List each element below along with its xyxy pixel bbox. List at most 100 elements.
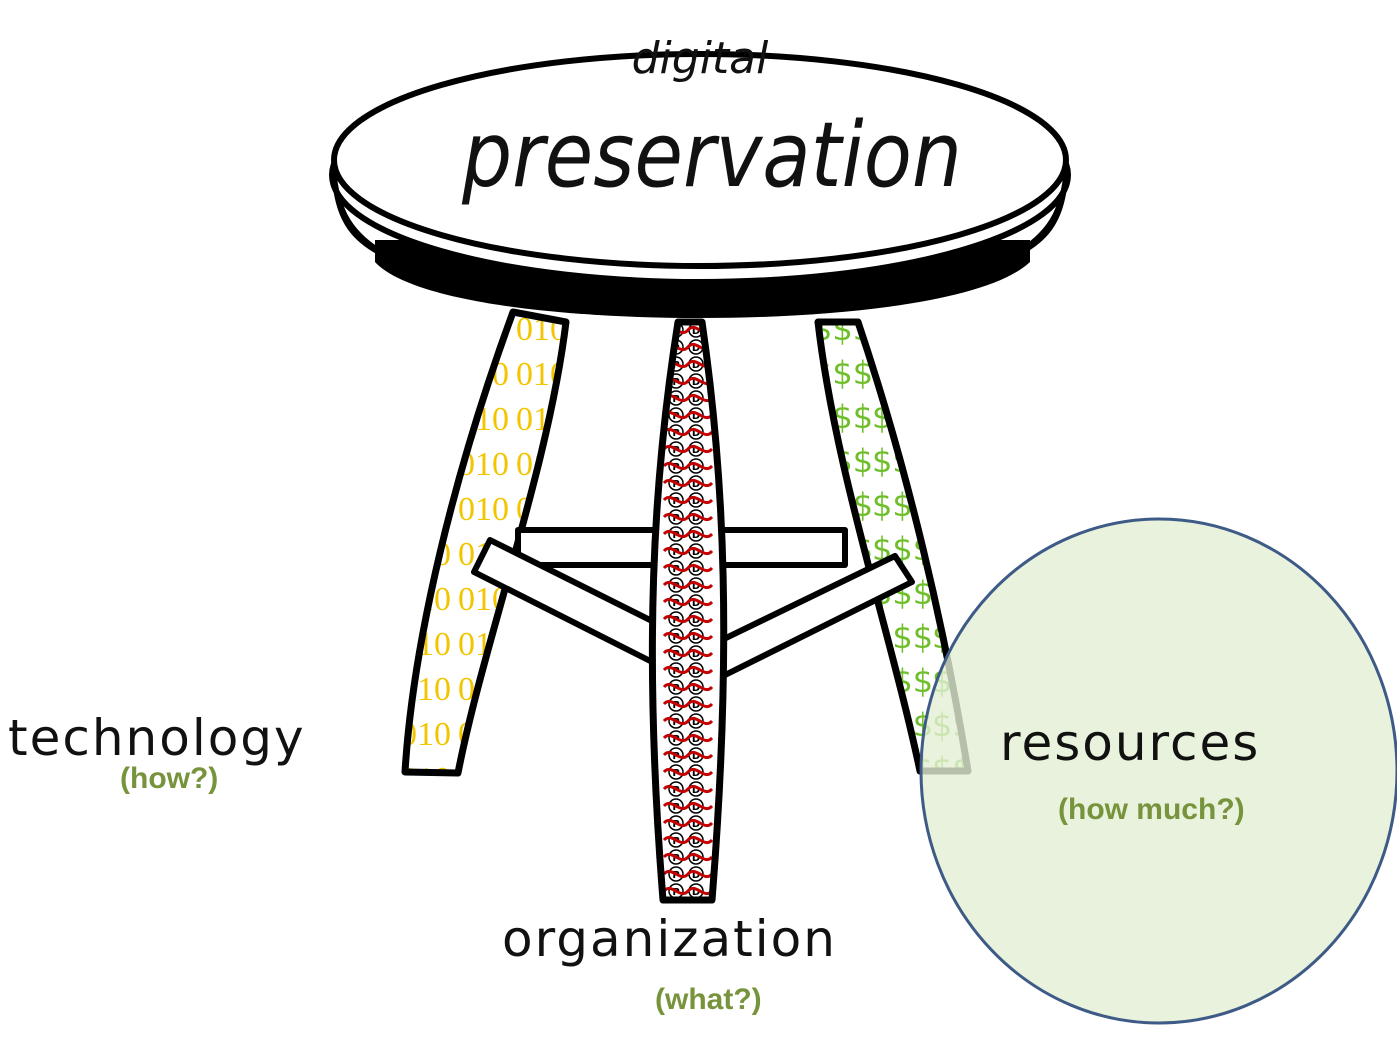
pattern-wave (662, 529, 714, 539)
pattern-glyph: D (692, 360, 700, 371)
pattern-wave (662, 767, 714, 777)
pattern-glyph: $$$ (932, 530, 993, 568)
pattern-glyph: D (692, 887, 700, 898)
resources-label: resources (1000, 714, 1261, 772)
pattern-wave (662, 869, 714, 879)
pattern-glyph: $$$ (872, 486, 933, 524)
leg-stretchers (471, 527, 915, 683)
pattern-glyph: D (692, 853, 700, 864)
pattern-glyph: D (692, 836, 700, 847)
pattern-wave (662, 699, 714, 709)
seat-title-line1: digital (632, 33, 770, 84)
pattern-glyph: $$$ (872, 310, 933, 348)
pattern-wave (662, 410, 714, 420)
pattern-glyph: D (692, 411, 700, 422)
pattern-glyph: D (692, 615, 700, 626)
pattern-glyph: D (692, 598, 700, 609)
pattern-wave (662, 716, 714, 726)
resources-highlight-circle (919, 517, 1397, 1025)
pattern-wave (662, 733, 714, 743)
pattern-glyph: 010 (458, 491, 509, 528)
pattern-glyph: D (692, 462, 700, 473)
pattern-glyph: D (692, 394, 700, 405)
pattern-wave (662, 512, 714, 522)
pattern-wave (662, 444, 714, 454)
pattern-glyph: D (692, 819, 700, 830)
pattern-glyph: 010 (516, 401, 567, 438)
pattern-glyph: 010 (516, 761, 567, 798)
pattern-glyph: D (692, 547, 700, 558)
pattern-glyph: D (692, 445, 700, 456)
organization-label: organization (502, 910, 837, 968)
pattern-glyph: D (692, 802, 700, 813)
pattern-wave (662, 461, 714, 471)
pattern-glyph: D (692, 683, 700, 694)
pattern-glyph: D (692, 700, 700, 711)
pattern-wave (662, 478, 714, 488)
pattern-glyph: $$$ (932, 354, 993, 392)
pattern-glyph: D (692, 870, 700, 881)
pattern-wave (662, 648, 714, 658)
pattern-wave (662, 563, 714, 573)
pattern-glyph: D (692, 479, 700, 490)
pattern-wave (662, 750, 714, 760)
pattern-wave (662, 427, 714, 437)
pattern-wave (662, 546, 714, 556)
pattern-glyph: D (692, 564, 700, 575)
pattern-glyph: 010 (516, 671, 567, 708)
resources-question: (how much?) (1058, 793, 1245, 826)
pattern-glyph: $$$ (812, 398, 873, 436)
pattern-wave (662, 580, 714, 590)
pattern-glyph: D (692, 717, 700, 728)
pattern-wave (662, 682, 714, 692)
pattern-glyph: D (692, 377, 700, 388)
technology-question: (how?) (120, 762, 219, 795)
pattern-glyph: $$$ (932, 486, 993, 524)
pattern-glyph: 010 (516, 716, 567, 753)
pattern-glyph: $$$ (812, 750, 873, 788)
pattern-glyph: $$$ (932, 442, 993, 480)
pattern-glyph: 010 (516, 626, 567, 663)
pattern-glyph: $$$ (812, 706, 873, 744)
pattern-glyph: 010 (400, 671, 451, 708)
pattern-glyph: D (692, 751, 700, 762)
pattern-glyph: D (692, 768, 700, 779)
pattern-wave (662, 495, 714, 505)
pattern-glyph: 010 (400, 311, 451, 348)
stool-seat: digital preservation (329, 33, 1071, 318)
pattern-glyph: D (692, 530, 700, 541)
pattern-glyph: 010 (400, 491, 451, 528)
pattern-glyph: $$$ (812, 662, 873, 700)
seat-title-line2: preservation (461, 103, 962, 208)
pattern-wave (662, 801, 714, 811)
pattern-glyph: $$$ (932, 398, 993, 436)
pattern-wave (662, 665, 714, 675)
pattern-glyph: D (692, 513, 700, 524)
pattern-wave (662, 818, 714, 828)
pattern-wave (662, 886, 714, 896)
pattern-wave (662, 784, 714, 794)
pattern-glyph: D (692, 326, 700, 337)
pattern-glyph: D (692, 343, 700, 354)
pattern-wave (662, 614, 714, 624)
pattern-glyph: D (692, 632, 700, 643)
pattern-glyph: 010 (400, 446, 451, 483)
pattern-glyph: D (692, 496, 700, 507)
pattern-wave (662, 835, 714, 845)
pattern-glyph: D (692, 581, 700, 592)
pattern-glyph: $$$ (812, 486, 873, 524)
pattern-glyph: D (692, 428, 700, 439)
pattern-glyph: $$$ (932, 310, 993, 348)
pattern-glyph: D (692, 666, 700, 677)
technology-label: technology (8, 709, 306, 767)
pattern-glyph: D (692, 649, 700, 660)
pattern-glyph: 010 (400, 401, 451, 438)
pattern-glyph: D (692, 785, 700, 796)
pattern-wave (662, 852, 714, 862)
pattern-wave (662, 631, 714, 641)
pattern-glyph: D (692, 734, 700, 745)
